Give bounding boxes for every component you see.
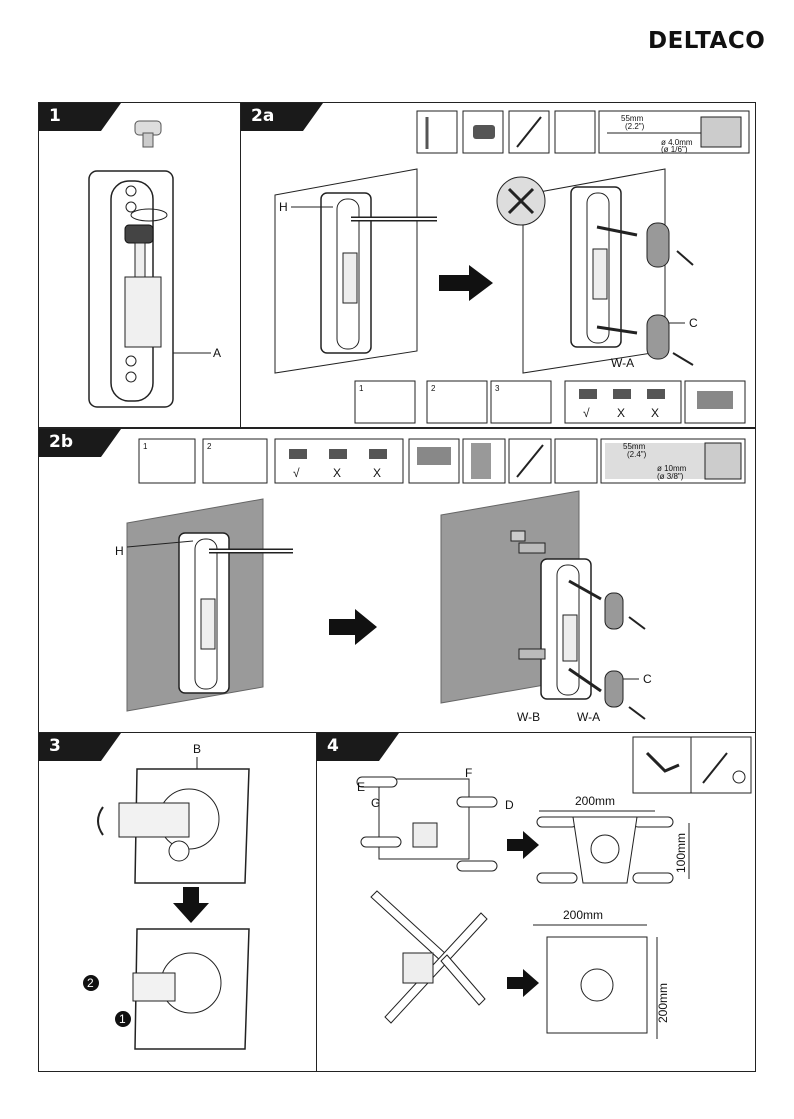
step-4-panel: 4 E F G D 200mm 100mm (316, 732, 756, 1072)
part-label-b: B (193, 742, 201, 756)
step-2a-panel: 2a 55mm (2.2") ø 4.0mm (ø 1/6") H (240, 102, 756, 428)
brand-logo: DELTACO (648, 28, 765, 54)
vesa-plate-attach-drawing: B 2 1 (39, 733, 318, 1072)
cross-mark-2: X (373, 466, 381, 480)
height-label-2: 200mm (656, 983, 670, 1023)
step-3-panel: 3 B 2 1 (38, 732, 318, 1072)
step-marker-1: 1 (119, 1012, 126, 1026)
part-label-c: C (643, 672, 652, 686)
part-label-g: G (371, 796, 380, 810)
vesa-adapter-drawing: E F G D 200mm 100mm 200mm 2 (317, 733, 756, 1072)
part-label-h: H (115, 544, 124, 558)
step-1-panel: 1 A (38, 102, 242, 428)
wall-mount-drilling-drawing: 55mm (2.2") ø 4.0mm (ø 1/6") H C W-A (241, 103, 756, 428)
step-2b-panel: 2b 1 2 √ X X 55mm (2.4") ø 10mm (ø 3/8")… (38, 428, 756, 734)
cross-mark-2: X (651, 406, 659, 420)
drill-diameter-inch-label: (ø 3/8") (657, 472, 684, 481)
drill-depth-inch-label: (2.2") (625, 122, 645, 131)
substep-2: 2 (207, 442, 212, 451)
substep-2: 2 (431, 384, 436, 393)
concrete-wall-drilling-drawing: 1 2 √ X X 55mm (2.4") ø 10mm (ø 3/8") H (39, 429, 756, 734)
step-marker-2: 2 (87, 976, 94, 990)
wall-plate-assembly-drawing: A (39, 103, 242, 428)
drill-diameter-inch-label: (ø 1/6") (661, 145, 688, 154)
width-label-2: 200mm (563, 908, 603, 922)
check-mark: √ (293, 466, 300, 480)
part-label-h: H (279, 200, 288, 214)
part-label-d: D (505, 798, 514, 812)
cross-mark-1: X (333, 466, 341, 480)
check-mark: √ (583, 406, 590, 420)
substep-1: 1 (359, 384, 364, 393)
width-label-1: 200mm (575, 794, 615, 808)
part-label-wb: W-B (517, 710, 540, 724)
part-label-c: C (689, 316, 698, 330)
part-label-wa: W-A (577, 710, 600, 724)
substep-1: 1 (143, 442, 148, 451)
part-label-a: A (213, 346, 221, 360)
height-label-1: 100mm (674, 833, 688, 873)
part-label-e: E (357, 780, 365, 794)
drill-depth-inch-label: (2.4") (627, 450, 647, 459)
part-label-f: F (465, 766, 472, 780)
cross-mark-1: X (617, 406, 625, 420)
substep-3: 3 (495, 384, 500, 393)
part-label-wa: W-A (611, 356, 634, 370)
